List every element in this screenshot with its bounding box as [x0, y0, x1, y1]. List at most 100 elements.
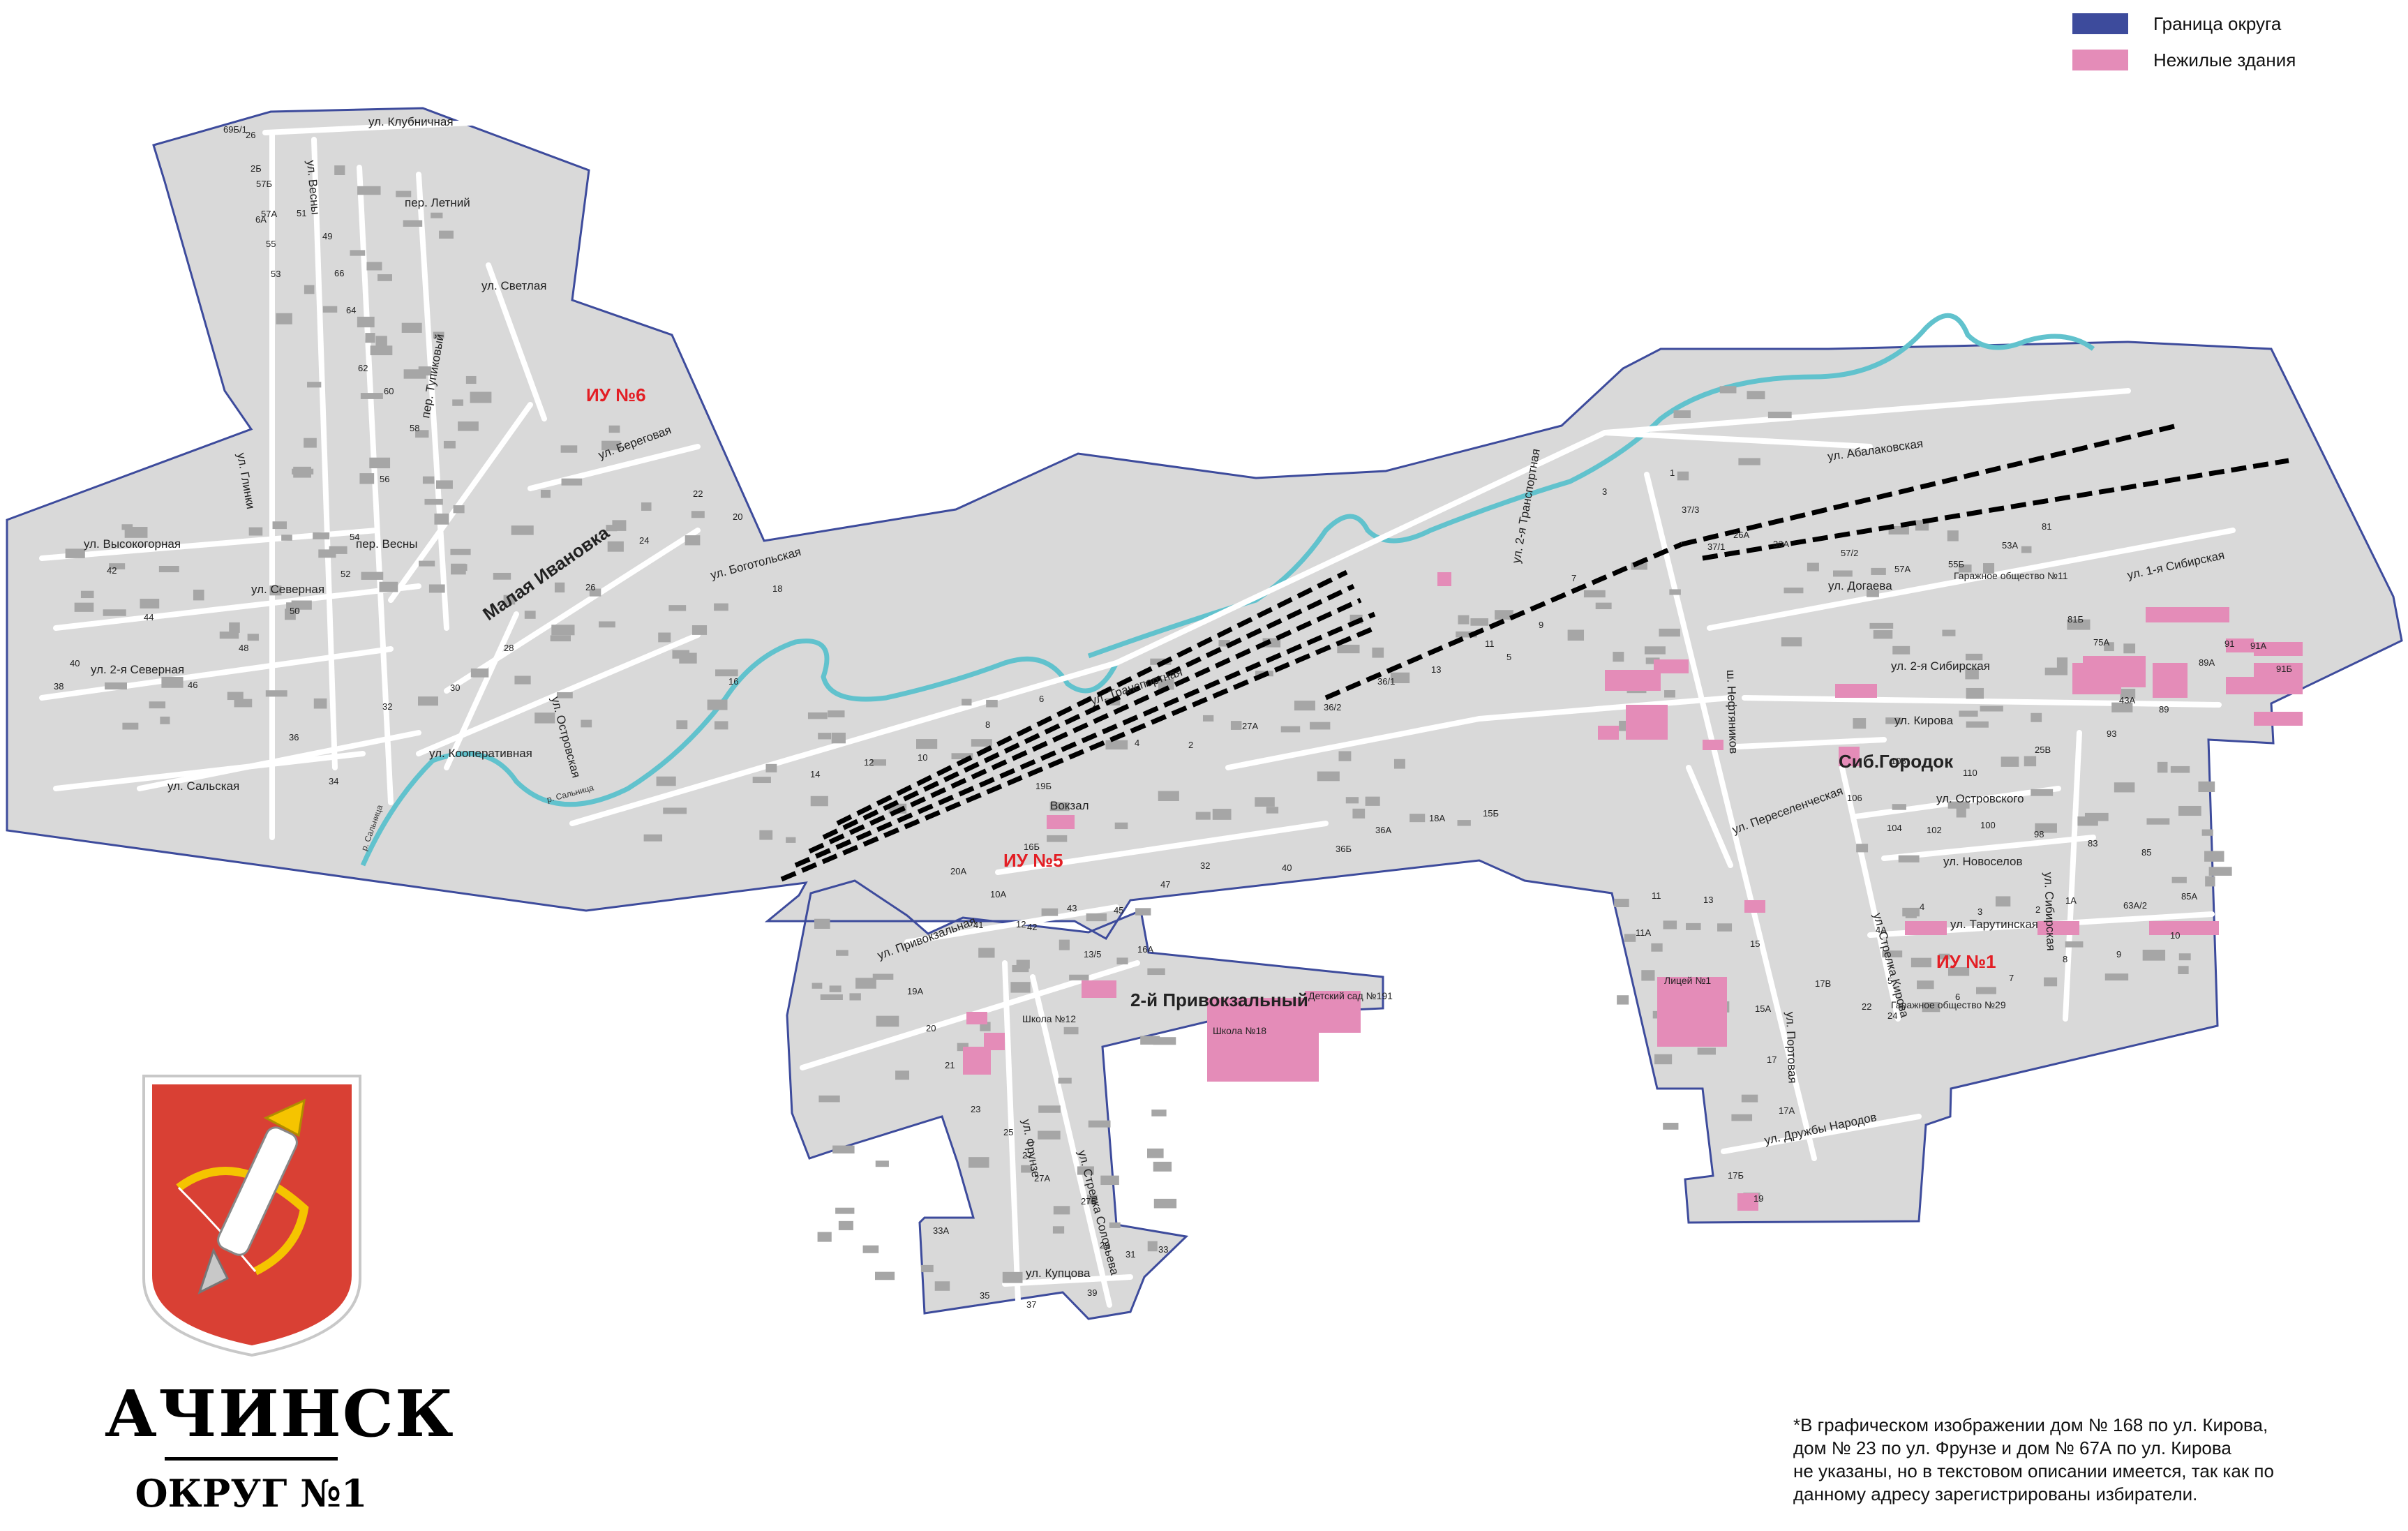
street-line-25 [1881, 835, 2096, 861]
building-236 [1898, 855, 1920, 862]
building-68 [503, 595, 516, 605]
area-label-sib-gorodok: Сиб.Городок [1839, 751, 1954, 772]
building-215 [2208, 867, 2232, 876]
building-213 [2204, 851, 2224, 862]
nonres-building-22 [1657, 977, 1727, 1047]
building-79 [493, 572, 511, 580]
house-number: 12 [864, 757, 874, 768]
building-106 [511, 525, 534, 535]
house-number: 24 [639, 535, 649, 546]
building-143 [1317, 771, 1340, 782]
street-line-5 [486, 262, 547, 421]
house-number: 40 [1282, 862, 1292, 873]
building-275 [920, 1264, 934, 1273]
house-number: 39 [1087, 1287, 1097, 1298]
house-number: 7 [2009, 973, 2014, 983]
nonres-building-4 [2254, 642, 2303, 656]
building-232 [2178, 953, 2191, 961]
rail-track-4 [836, 569, 1348, 826]
building-96 [561, 478, 583, 486]
house-number: 15А [1755, 1003, 1771, 1014]
building-173 [1659, 628, 1680, 637]
house-number: 14 [810, 769, 820, 779]
house-number: 85 [2141, 847, 2151, 858]
house-number: 55 [266, 239, 276, 249]
building-306 [1663, 1123, 1679, 1130]
building-16 [227, 692, 244, 701]
building-180 [1892, 645, 1910, 655]
house-number: 29 [1100, 1240, 1109, 1250]
building-238 [1995, 896, 2011, 907]
building-82 [608, 425, 620, 433]
building-167 [1645, 657, 1660, 664]
house-number: 81Б [2067, 614, 2084, 625]
house-number: 16 [728, 676, 738, 687]
building-75 [691, 511, 705, 518]
building-34 [365, 333, 375, 343]
house-number: 91А [2250, 641, 2266, 651]
house-number: 89 [2159, 704, 2169, 715]
building-235 [2114, 782, 2135, 793]
building-40 [375, 336, 387, 347]
building-177 [1669, 589, 1681, 595]
building-38 [304, 285, 315, 294]
building-51 [465, 375, 477, 384]
building-135 [807, 712, 828, 719]
building-239 [2031, 789, 2054, 796]
building-231 [2205, 876, 2215, 887]
building-13 [109, 563, 126, 569]
house-number: 27 [1022, 1150, 1032, 1160]
house-number: 66 [334, 268, 344, 278]
building-261 [1088, 1120, 1111, 1128]
building-316 [1731, 1114, 1753, 1121]
house-number: 2Б [250, 163, 262, 174]
house-number: 12 [1016, 919, 1026, 929]
house-number: 53 [271, 269, 281, 279]
building-116 [786, 837, 796, 843]
house-number: 2 [1188, 740, 1193, 750]
building-240 [2024, 756, 2037, 767]
building-258 [978, 948, 995, 958]
rivers [360, 313, 2095, 867]
house-number: 8 [2063, 954, 2067, 964]
building-159 [1456, 631, 1477, 638]
house-number: 64 [346, 305, 356, 315]
building-267 [1153, 1161, 1172, 1172]
house-number: 4 [1920, 902, 1924, 912]
house-number: 57Б [256, 179, 272, 189]
building-42 [361, 572, 384, 580]
building-204 [1966, 687, 1984, 699]
poi-garage-11: Гаражное общество №11 [1954, 570, 2068, 581]
house-number: 56 [380, 474, 389, 484]
building-44 [379, 581, 398, 592]
street-line-29 [1721, 1114, 1922, 1154]
house-number: 91 [2224, 638, 2234, 649]
building-146 [1457, 820, 1471, 826]
building-108 [470, 668, 489, 678]
building-37 [281, 535, 292, 541]
house-number: 10А [990, 889, 1006, 899]
building-70 [589, 588, 601, 597]
building-233 [2035, 823, 2057, 833]
building-208 [1781, 637, 1802, 647]
street-tarutinskaya: ул. Тарутинская [1950, 918, 2038, 931]
building-200 [2120, 689, 2136, 699]
building-298 [957, 1043, 969, 1052]
nonres-building-17 [1047, 815, 1075, 829]
house-number: 37 [1026, 1299, 1036, 1310]
street-2-severnaya: ул. 2-я Северная [91, 663, 184, 676]
building-281 [1059, 939, 1070, 950]
buildings [65, 165, 2232, 1291]
building-145 [1458, 615, 1470, 625]
building-117 [752, 777, 771, 784]
building-62 [418, 366, 432, 376]
building-56 [366, 262, 382, 271]
house-number: 20А [950, 866, 966, 876]
house-number: 32 [382, 701, 392, 712]
house-number: 43 [1067, 903, 1077, 913]
house-number: 91Б [2276, 664, 2292, 674]
building-131 [663, 807, 687, 814]
building-59 [350, 250, 366, 256]
building-88 [601, 440, 621, 451]
house-number: 18 [772, 583, 782, 594]
